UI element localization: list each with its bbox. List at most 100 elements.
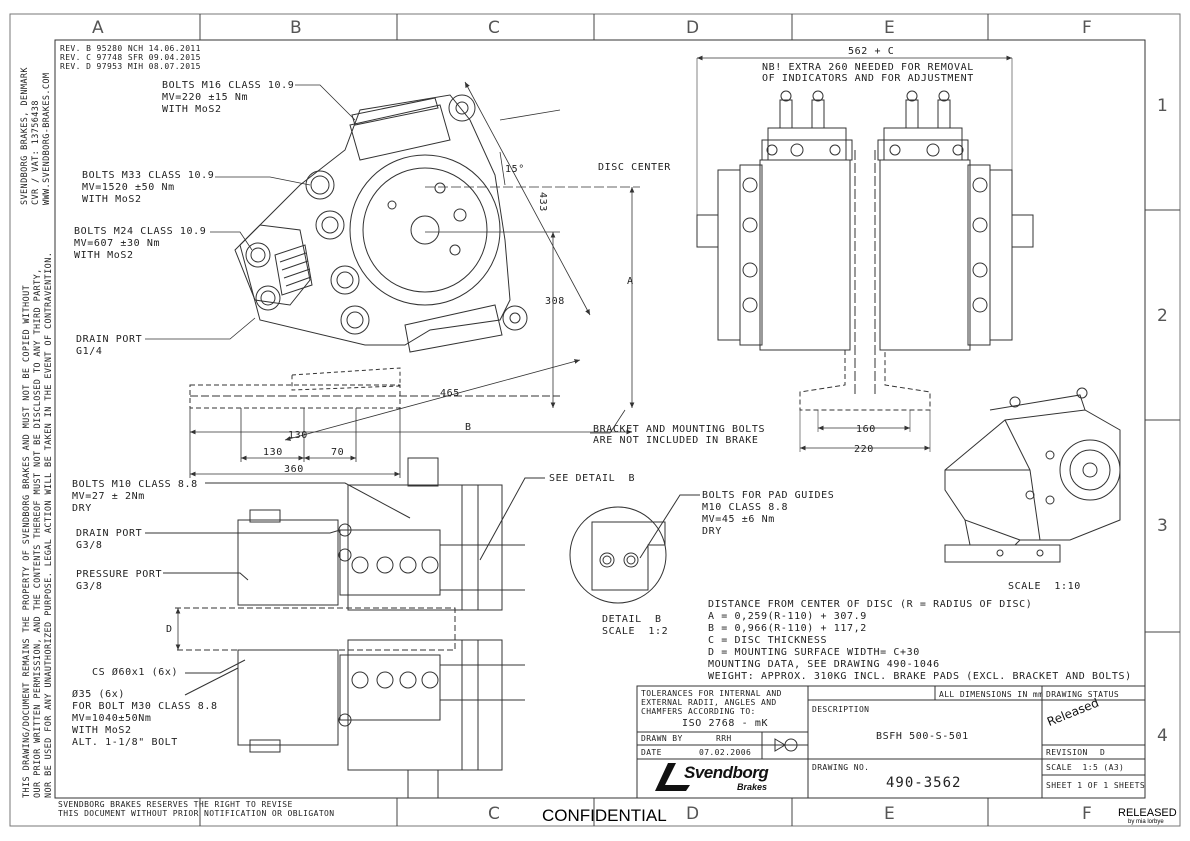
drawing-number-value: 490-3562 [886,775,962,791]
drawing-number-label: DRAWING NO. [812,763,870,772]
callout-m24-line3: WITH MoS2 [74,250,134,261]
company-margin-3: WWW.SVENDBORG-BRAKES.COM [42,72,52,205]
callout-drain-lower-line2: G3/8 [76,540,103,551]
footer-line2: THIS DOCUMENT WITHOUT PRIOR NOTIFICATION… [58,809,335,818]
note-line-2: A = 0,259(R-110) + 307.9 [708,611,867,622]
callout-m33-line2: MV=1520 ±50 Nm [82,182,175,193]
note-line-1: DISTANCE FROM CENTER OF DISC (R = RADIUS… [708,599,1033,610]
revision-value: D [1100,748,1106,757]
callout-pressure-line1: PRESSURE PORT [76,569,163,580]
zone-label-e: E [884,18,895,38]
zone-label-f: F [1082,18,1092,38]
drawn-by-value: RRH [716,734,732,743]
callout-m10-line2: MV=27 ± 2Nm [72,491,145,502]
company-margin-1: SVENDBORG BRAKES, DENMARK [20,67,30,205]
dimension-308: 308 [545,296,565,307]
dimension-b: B [465,422,472,433]
detail-b-view [569,494,700,604]
callout-disc-center: DISC CENTER [598,162,671,173]
callout-pad-guides-line2: M10 CLASS 8.8 [702,502,789,513]
callout-m16-line2: MV=220 ±15 Nm [162,92,249,103]
all-dimensions-label: ALL DIMENSIONS IN mm [939,690,1044,699]
callout-drain-lower-line1: DRAIN PORT [76,528,143,539]
dimension-15deg: 15° [505,164,525,175]
tolerances-line2: EXTERNAL RADII, ANGLES AND [641,698,777,707]
released-corner-label: RELEASED [1118,807,1177,819]
zone-label-f-bottom: F [1082,804,1092,824]
revision-d: REV. D 97953 MIH 08.07.2015 [60,62,201,71]
callout-m33-line1: BOLTS M33 CLASS 10.9 [82,170,215,181]
zone-label-b: B [290,18,302,38]
footer-line1: SVENDBORG BRAKES RESERVES THE RIGHT TO R… [58,800,293,809]
zone-label-2: 2 [1157,306,1168,326]
note-line-4: C = DISC THICKNESS [708,635,828,646]
zone-label-3: 3 [1157,516,1168,536]
callout-m16-line1: BOLTS M16 CLASS 10.9 [162,80,295,91]
dimension-433: 433 [537,192,548,212]
note-line-5: D = MOUNTING SURFACE WIDTH= C+30 [708,647,920,658]
note-line-6: MOUNTING DATA, SEE DRAWING 490-1046 [708,659,940,670]
callout-bolt-m30-line5: ALT. 1-1/8" BOLT [72,737,178,748]
revision-c: REV. C 97748 SFR 09.04.2015 [60,53,201,62]
dimension-220: 220 [854,444,874,455]
callout-drain-top-line1: DRAIN PORT [76,334,143,345]
note-line-7: WEIGHT: APPROX. 310KG INCL. BRAKE PADS (… [708,671,1132,682]
callout-bracket-line1: BRACKET AND MOUNTING BOLTS [593,424,766,435]
dimension-465: 465 [440,388,460,399]
description-label: DESCRIPTION [812,705,870,714]
zone-label-d: D [686,18,700,38]
callout-see-detail-b: SEE DETAIL B [549,473,636,484]
note-nb-line2: OF INDICATORS AND FOR ADJUSTMENT [762,73,974,84]
caliper-side-view [189,94,560,409]
dimension-160: 160 [856,424,876,435]
copyright-margin-1: THIS DRAWING/DOCUMENT REMAINS THE PROPER… [22,284,32,798]
svendborg-logo-icon [655,763,690,791]
tolerance-standard: ISO 2768 - mK [682,718,769,729]
callout-m10-line3: DRY [72,503,92,514]
dimension-360: 360 [284,464,304,475]
caliper-plan-view [145,457,545,799]
confidential-label: CONFIDENTIAL [542,806,667,825]
tolerances-line3: CHAMFERS ACCORDING TO: [641,707,756,716]
callout-m16-line3: WITH MoS2 [162,104,222,115]
callout-m10-line1: BOLTS M10 CLASS 8.8 [72,479,198,490]
released-corner-signature: by mia lorbye [1128,819,1164,825]
note-line-3: B = 0,966(R-110) + 117,2 [708,623,867,634]
date-value: 07.02.2006 [699,748,752,757]
zone-label-a: A [92,18,104,38]
caliper-front-view [696,55,1034,452]
copyright-margin-2: OUR PRIOR WRITTEN PERMISSION, AND THE CO… [33,268,43,798]
dimension-d: D [166,624,173,635]
revision-b: REV. B 95280 NCH 14.06.2011 [60,44,201,53]
isometric-view [944,387,1121,563]
callout-pad-guides-line1: BOLTS FOR PAD GUIDES [702,490,835,501]
callout-pad-guides-line4: DRY [702,526,722,537]
zone-label-c-bottom: C [488,804,500,824]
logo-wordmark: Svendborg [684,763,769,782]
zone-label-c: C [488,18,500,38]
callout-bracket-line2: ARE NOT INCLUDED IN BRAKE [593,435,759,446]
dimension-562-c: 562 + C [848,46,895,57]
callout-m33-line3: WITH MoS2 [82,194,142,205]
scale-value: SCALE 1:5 (A3) [1046,763,1125,772]
note-nb-line1: NB! EXTRA 260 NEEDED FOR REMOVAL [762,62,974,73]
callout-cs: CS Ø60x1 (6x) [92,667,179,678]
title-block [636,685,1146,799]
date-label: DATE [641,748,662,757]
zone-label-d-bottom: D [686,804,700,824]
callout-bolt-m30-line2: FOR BOLT M30 CLASS 8.8 [72,701,218,712]
dimension-a: A [627,276,634,287]
callout-pad-guides-line3: MV=45 ±6 Nm [702,514,775,525]
zone-label-4: 4 [1157,726,1168,746]
callout-m24-line1: BOLTS M24 CLASS 10.9 [74,226,207,237]
tolerances-line1: TOLERANCES FOR INTERNAL AND [641,689,782,698]
callout-bolt-m30-line1: Ø35 (6x) [72,689,125,700]
callout-m24-line2: MV=607 ±30 Nm [74,238,161,249]
dimension-130b: 130 [263,447,283,458]
callout-bolt-m30-line4: WITH MoS2 [72,725,132,736]
dimension-70: 70 [331,447,345,458]
copyright-margin-3: NOR BE USED FOR ANY UNAUTHORIZED PURPOSE… [44,251,54,798]
description-value: BSFH 500-S-501 [876,731,969,742]
